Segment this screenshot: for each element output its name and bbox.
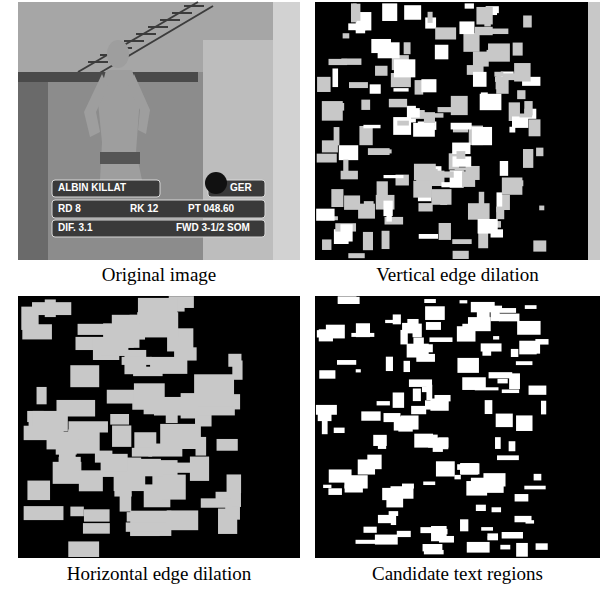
vertical-edge-dilation [315,2,600,260]
overlay-text: RK 12 [130,203,158,214]
overlay-text: ALBIN KILLAT [58,182,126,193]
photo-background [18,2,300,260]
overlay-text: PT 048.60 [188,203,234,214]
candidate-text-regions [315,296,600,558]
overlay-text-box: RK 12 [130,203,158,214]
panel-caption: Vertical edge dilation [376,264,539,285]
overlay-text: RD 8 [58,203,81,214]
score-overlay [52,172,265,237]
overlay-text-box: PT 048.60 [188,203,234,214]
overlay-text-box: RD 8 [58,203,81,214]
overlay-text-box: FWD 3-1/2 SOM [176,222,250,233]
panel-caption-box: Original image [102,264,217,286]
overlay-text-box: GER [230,182,252,193]
panel-caption: Candidate text regions [372,563,543,584]
pillar [18,82,48,260]
person [84,40,150,180]
photo [18,2,300,260]
overlay-text: DIF. 3.1 [58,222,92,233]
panel-caption: Horizontal edge dilation [67,563,252,584]
wall-edge [273,2,300,260]
overlay-text-box: DIF. 3.1 [58,222,92,233]
panel-caption-box: Vertical edge dilation [376,264,539,286]
panel-caption: Original image [102,264,217,285]
panel-caption-box: Candidate text regions [372,563,543,585]
overlay-text-box: ALBIN KILLAT [58,182,126,193]
overlay-text: FWD 3-1/2 SOM [176,222,250,233]
stairs [78,2,213,74]
horizontal-edge-dilation [18,296,300,558]
panel-caption-box: Horizontal edge dilation [67,563,252,585]
overlay-text: GER [230,182,252,193]
